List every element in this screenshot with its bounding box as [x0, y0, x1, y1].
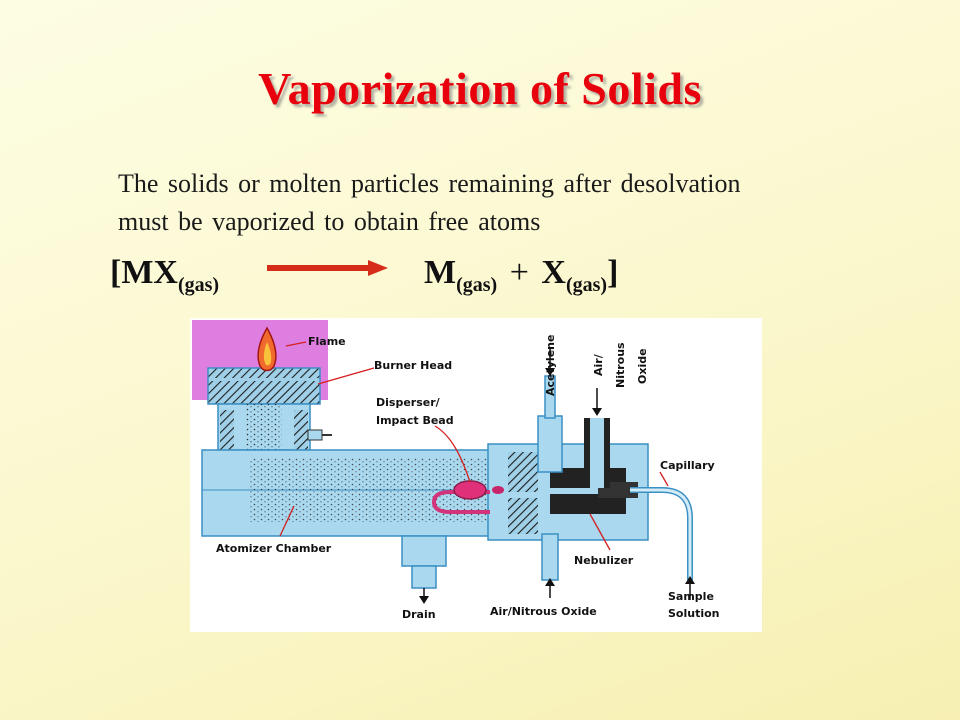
body-text-line-1: The solids or molten particles remaining…: [118, 169, 741, 198]
equation-product-x-state: (gas): [565, 274, 608, 296]
bottom-air-tube: [541, 533, 559, 598]
leader-lines: [279, 341, 669, 551]
burner-diagram: Flame Burner Head Disperser/ Impact Bead…: [190, 318, 762, 632]
equation-plus: +: [509, 254, 529, 291]
label-flame: Flame: [308, 335, 346, 348]
label-atomizer-chamber: Atomizer Chamber: [216, 542, 332, 555]
label-air-2: Nitrous: [614, 342, 627, 388]
reaction-arrow: [267, 260, 388, 276]
label-air-3: Oxide: [636, 348, 649, 384]
equation-reactant: [MX(gas): [110, 254, 219, 297]
equation-open-bracket: [: [110, 254, 122, 291]
label-drain: Drain: [402, 608, 436, 621]
label-capillary: Capillary: [660, 459, 715, 472]
body-text-line-2: must be vaporized to obtain free atoms: [118, 207, 541, 236]
label-acetylene: Acetylene: [544, 335, 557, 396]
equation-product-m-state: (gas): [456, 274, 498, 296]
equation-reactant-formula: MX: [121, 254, 178, 291]
air-nitrous-oxide-inlet: [584, 388, 610, 488]
label-air-nitrous-oxide: Air/Nitrous Oxide: [490, 605, 597, 618]
equation-close-bracket: ]: [607, 254, 619, 291]
label-disperser-2: Impact Bead: [376, 414, 454, 427]
capillary-tube: [630, 487, 695, 600]
drain-arrow: [419, 588, 429, 604]
label-air-1: Air/: [592, 353, 605, 376]
label-nebulizer: Nebulizer: [574, 554, 634, 567]
drain-neck: [401, 535, 447, 589]
equation-reactant-state: (gas): [177, 274, 220, 296]
burner-head: [207, 367, 321, 405]
equation-product-x: X: [541, 254, 566, 291]
acetylene-inlet: [537, 348, 563, 473]
slide-title: Vaporization of Solids: [258, 63, 702, 114]
label-burner-head: Burner Head: [374, 359, 452, 372]
label-sample-1: Sample: [668, 590, 714, 603]
nebulizer-housing: [487, 443, 649, 541]
equation-product-m: M: [424, 254, 457, 291]
flame-icon: [257, 326, 277, 372]
impact-bead: [431, 480, 504, 514]
equation-products: M(gas) + X(gas)]: [424, 254, 618, 297]
body-text: The solids or molten particles remaining…: [118, 165, 898, 241]
label-disperser-1: Disperser/: [376, 396, 441, 409]
label-sample-2: Solution: [668, 607, 720, 620]
